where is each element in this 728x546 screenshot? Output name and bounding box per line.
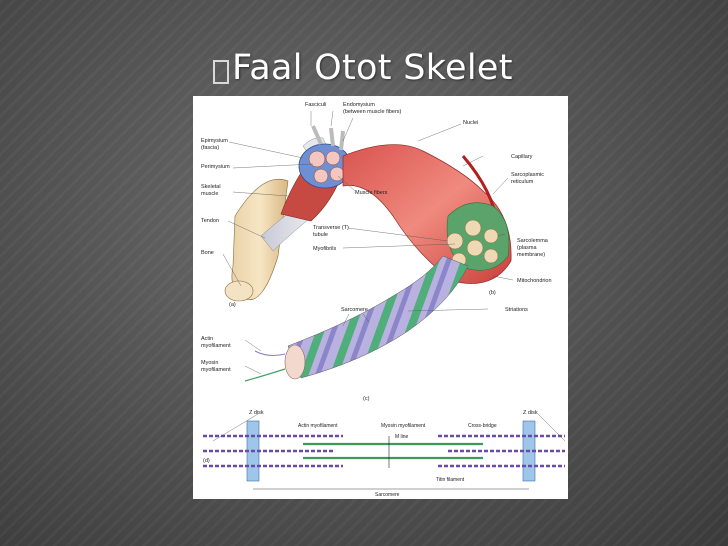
label-cross-bridge: Cross-bridge: [468, 423, 497, 429]
fasciculi-cross-section: [298, 125, 352, 189]
label-endomysium-note: (between muscle fibers): [343, 109, 402, 115]
label-transverse: Transverse (T): [313, 225, 349, 231]
label-reticulum: reticulum: [511, 179, 534, 185]
myofibril-drawing: [244, 255, 469, 382]
label-nuclei: Nuclei: [463, 120, 478, 126]
label-m-line: M line: [395, 434, 409, 440]
label-myosin-myofilament: myofilament: [201, 367, 231, 373]
muscle-fiber-drawing: [342, 144, 512, 284]
label-actin: Actin: [201, 336, 213, 342]
label-muscle-fibers: Muscle fibers: [355, 190, 388, 196]
label-myofibrils: Myofibrils: [313, 246, 336, 252]
label-plasma: (plasma: [517, 245, 538, 251]
label-bone: Bone: [201, 250, 214, 256]
label-z-disk-right: Z disk: [523, 410, 538, 416]
bone-drawing: [224, 178, 289, 302]
label-myosin-myofilament-d: Myosin myofilament: [381, 423, 426, 429]
label-striations: Striations: [505, 307, 528, 313]
label-sarcolemma: Sarcolemma: [517, 238, 549, 244]
muscle-anatomy-figure: Fasciculi Endomysium (between muscle fib…: [193, 96, 568, 499]
sarcomere-drawing: [203, 420, 565, 490]
label-panel-c: (c): [363, 396, 370, 402]
label-perimysium: Perimysium: [201, 164, 230, 170]
label-endomysium: Endomysium: [343, 102, 375, 108]
label-tendon: Tendon: [201, 218, 219, 224]
label-epimysium-note: (fascia): [201, 145, 219, 151]
label-panel-a: (a): [229, 302, 236, 308]
label-actin-myofilament: myofilament: [201, 343, 231, 349]
label-mitochondrion: Mitochondrion: [517, 278, 552, 284]
label-sarcomere-bottom: Sarcomere: [375, 492, 400, 498]
label-sarcoplasmic: Sarcoplasmic: [511, 172, 544, 178]
muscle-anatomy-illustration: Fasciculi Endomysium (between muscle fib…: [201, 102, 566, 498]
label-actin-myofilament-d: Actin myofilament: [298, 423, 338, 429]
label-panel-b: (b): [489, 290, 496, 296]
slide-title: Faal Otot Skelet: [232, 48, 513, 88]
label-capillary: Capillary: [511, 154, 533, 160]
label-tubule: tubule: [313, 232, 328, 238]
title-bullet-icon: [213, 60, 229, 84]
figure-labels: Fasciculi Endomysium (between muscle fib…: [201, 102, 552, 498]
label-skeletal-muscle: muscle: [201, 191, 218, 197]
label-z-disk-left: Z disk: [249, 410, 264, 416]
label-epimysium: Epimysium: [201, 138, 228, 144]
label-membrane: membrane): [517, 252, 545, 258]
leader-lines: [212, 110, 566, 442]
label-fasciculi: Fasciculi: [305, 102, 326, 108]
label-titin-filament: Titin filament: [436, 477, 465, 483]
label-sarcomere-top: Sarcomere: [341, 307, 368, 313]
label-skeletal: Skeletal: [201, 184, 221, 190]
label-myosin: Myosin: [201, 360, 218, 366]
label-panel-d: (d): [203, 458, 210, 464]
